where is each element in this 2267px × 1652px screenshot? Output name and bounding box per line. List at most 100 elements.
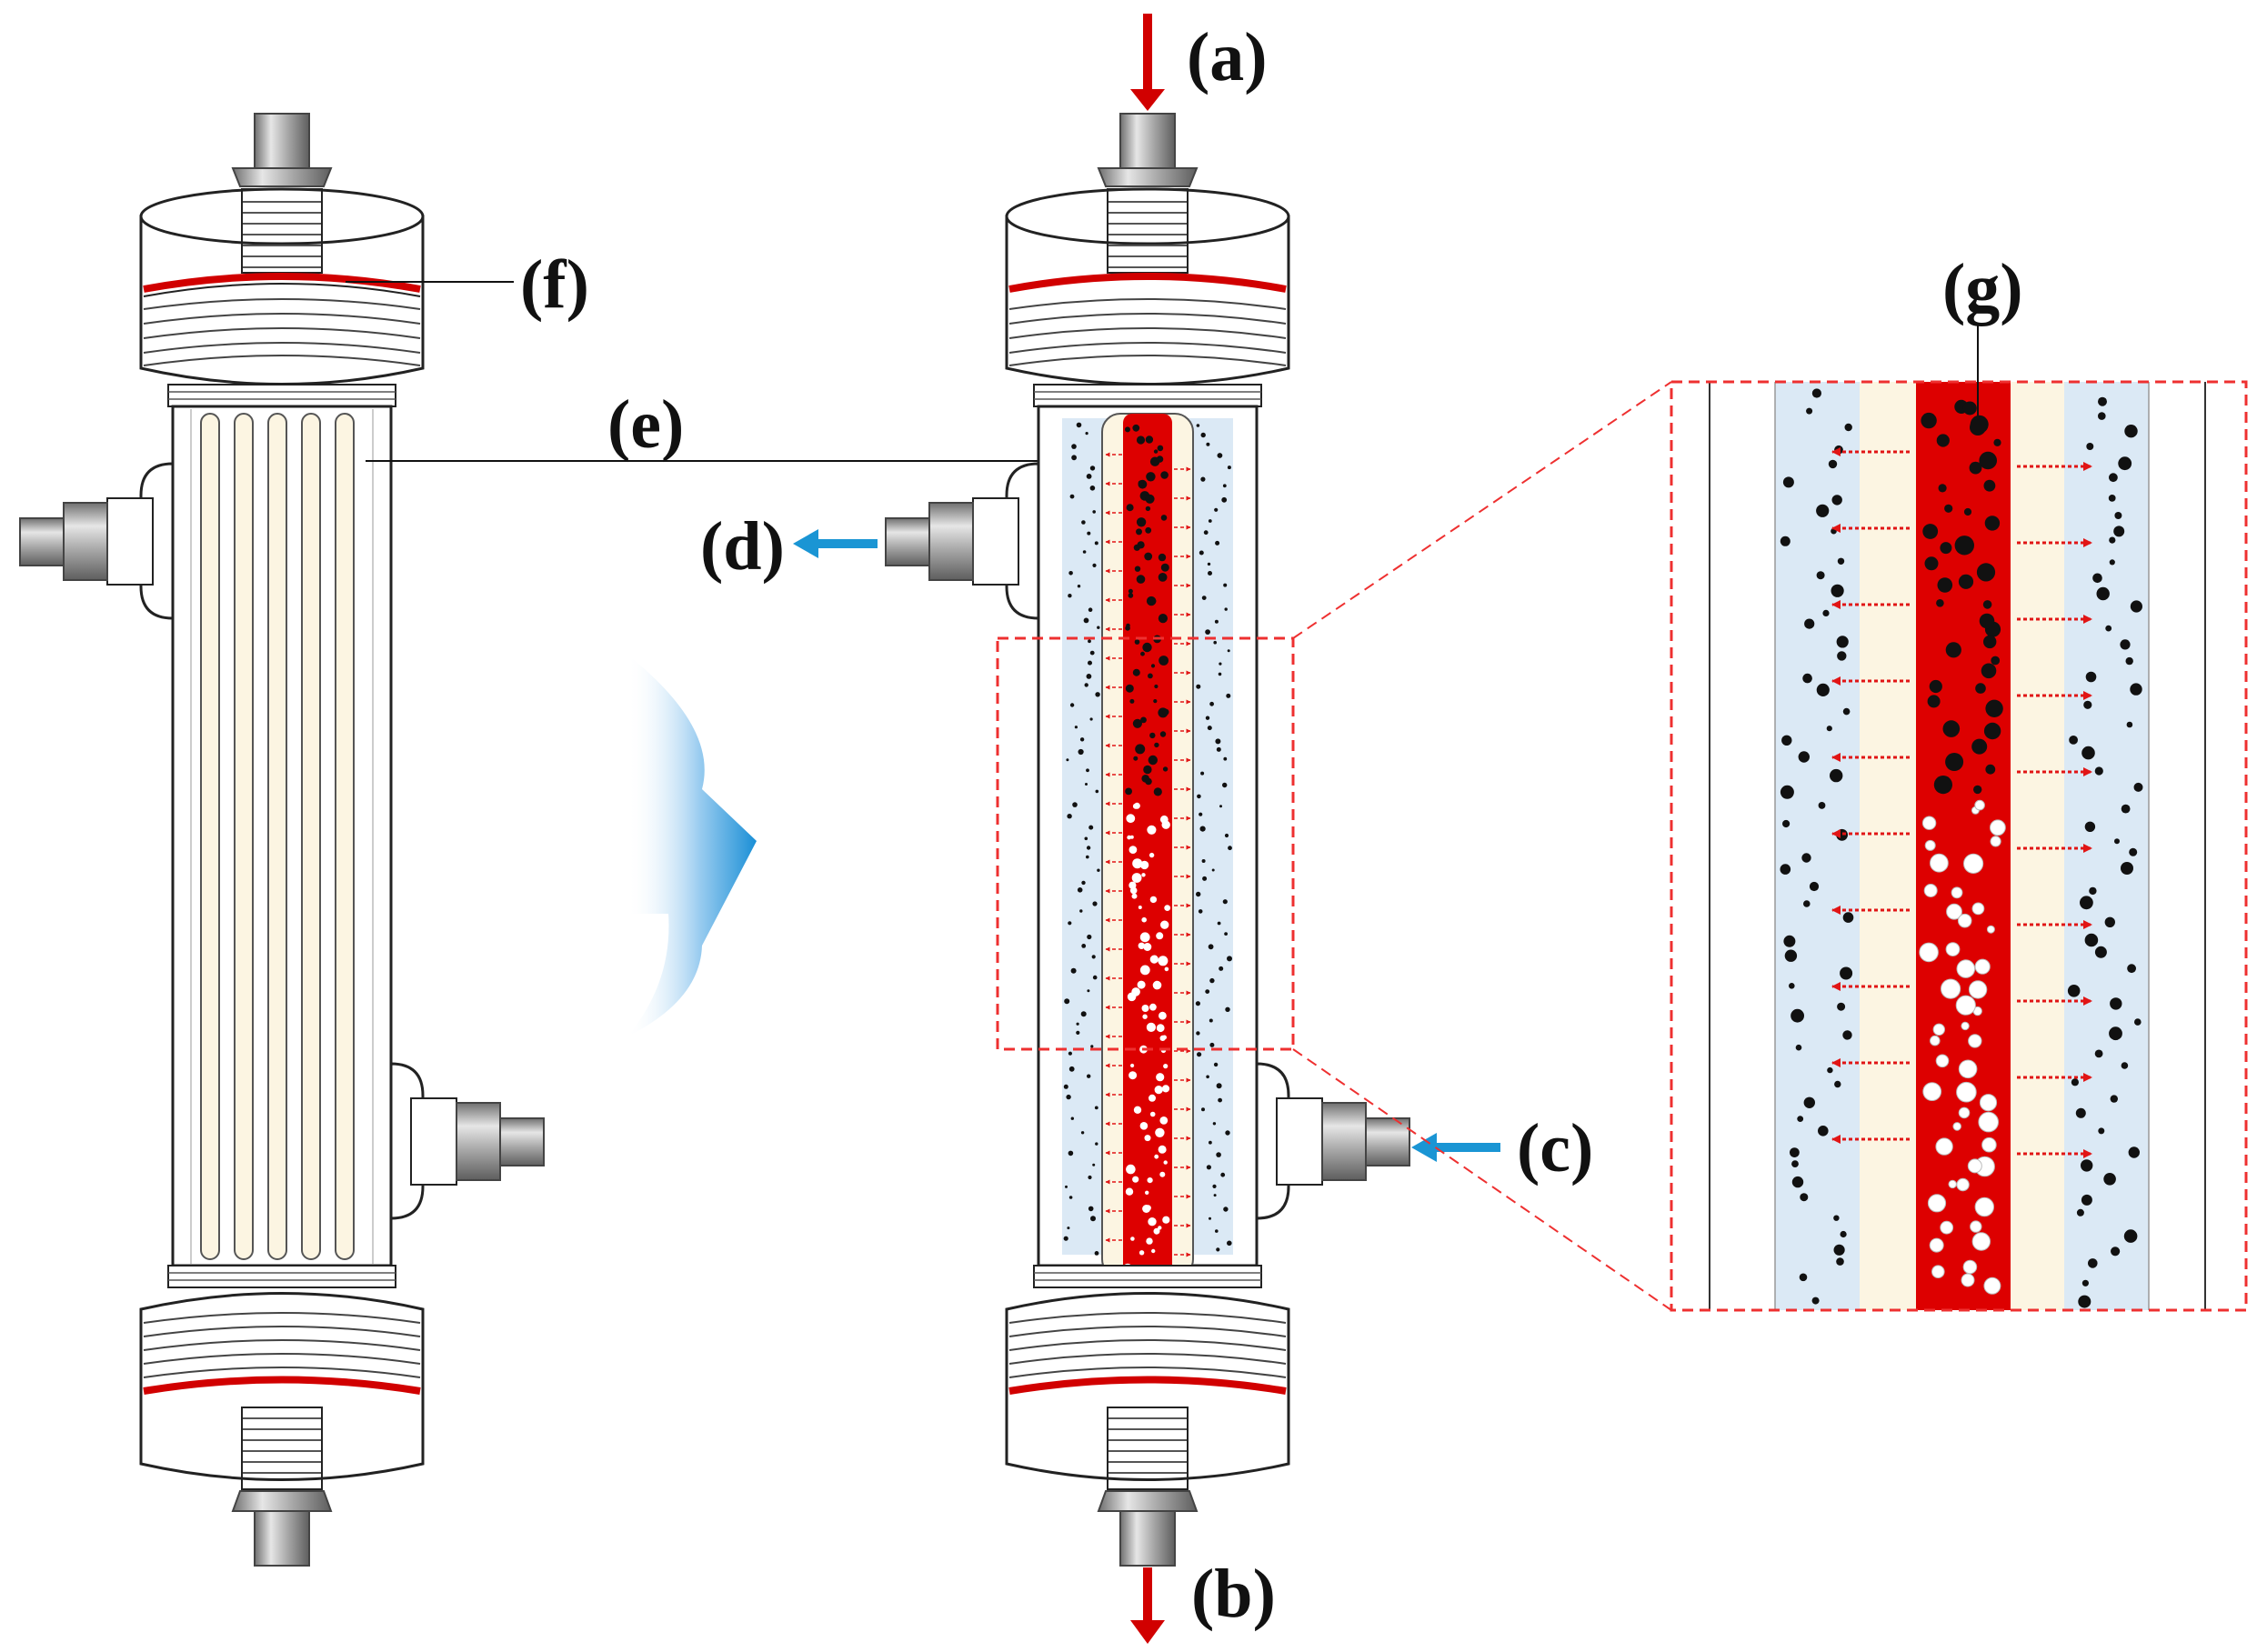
particle bbox=[1128, 881, 1137, 889]
particle bbox=[1974, 1196, 1995, 1217]
particle bbox=[1138, 942, 1146, 950]
particle bbox=[1084, 683, 1088, 687]
particle bbox=[1128, 593, 1134, 598]
particle bbox=[1219, 966, 1224, 971]
particle bbox=[1196, 424, 1200, 427]
particle bbox=[1071, 444, 1077, 449]
particle bbox=[2105, 625, 2112, 632]
particle bbox=[1795, 1044, 1802, 1051]
particle bbox=[1985, 699, 2003, 717]
particle bbox=[1974, 958, 1991, 975]
particle bbox=[1149, 896, 1158, 904]
label-g: (g) bbox=[1942, 250, 2023, 326]
particle bbox=[1780, 864, 1791, 875]
particle bbox=[1088, 607, 1093, 612]
particle bbox=[1933, 776, 1952, 795]
particle bbox=[1125, 426, 1130, 433]
particle bbox=[1935, 1054, 1950, 1068]
particle bbox=[1131, 873, 1142, 883]
particle bbox=[1929, 679, 1942, 694]
particle bbox=[1132, 424, 1140, 432]
particle bbox=[1983, 479, 1996, 492]
particle bbox=[1149, 1003, 1157, 1011]
particle bbox=[1129, 698, 1135, 704]
particle bbox=[1131, 893, 1138, 899]
particle bbox=[1126, 814, 1136, 824]
particle bbox=[2130, 683, 2142, 696]
particle bbox=[1164, 966, 1169, 972]
particle bbox=[1798, 751, 1811, 763]
particle bbox=[1971, 1232, 1991, 1251]
particle bbox=[1206, 442, 1210, 446]
particle bbox=[1142, 642, 1152, 653]
particle bbox=[1091, 955, 1096, 959]
particle bbox=[1799, 1273, 1808, 1282]
particle bbox=[1830, 768, 1843, 783]
label-f: (f) bbox=[520, 246, 589, 323]
particle bbox=[1088, 660, 1092, 666]
particle bbox=[1930, 853, 1949, 873]
label-b: (b) bbox=[1191, 1556, 1276, 1632]
particle bbox=[1072, 802, 1078, 807]
particle bbox=[1802, 673, 1812, 684]
particle bbox=[2098, 1127, 2105, 1135]
label-c: (c) bbox=[1517, 1110, 1593, 1186]
particle bbox=[1818, 802, 1826, 809]
diffusion-arrows bbox=[1105, 452, 1191, 1257]
particle bbox=[1968, 980, 1988, 999]
particle bbox=[1979, 1094, 1998, 1112]
particle bbox=[1164, 905, 1171, 911]
label-a: (a) bbox=[1187, 19, 1268, 95]
particle bbox=[1219, 662, 1222, 666]
particle bbox=[2078, 1295, 2091, 1308]
particle bbox=[1097, 626, 1100, 629]
particle bbox=[1811, 388, 1821, 398]
particle bbox=[1200, 771, 1205, 776]
particle bbox=[1803, 900, 1811, 907]
particle bbox=[1213, 640, 1217, 645]
particle bbox=[1068, 571, 1073, 576]
particle bbox=[1162, 766, 1169, 772]
particle bbox=[1208, 944, 1214, 950]
particle bbox=[1816, 683, 1830, 697]
particle bbox=[2088, 1258, 2098, 1268]
particle bbox=[1157, 445, 1164, 452]
particle bbox=[1833, 1215, 1840, 1221]
particle bbox=[2084, 821, 2096, 832]
particle bbox=[2067, 985, 2081, 997]
particle bbox=[2121, 862, 2133, 875]
particle bbox=[1790, 1147, 1800, 1157]
particle bbox=[2071, 1078, 2079, 1086]
particle bbox=[1831, 527, 1837, 535]
particle bbox=[1153, 787, 1162, 796]
particle bbox=[1065, 1185, 1068, 1188]
particle bbox=[1202, 876, 1208, 881]
particle bbox=[1142, 1014, 1148, 1019]
particle bbox=[1840, 1230, 1847, 1238]
particle bbox=[2094, 1049, 2103, 1058]
particle bbox=[1137, 980, 1146, 989]
particle bbox=[1955, 995, 1976, 1016]
particle bbox=[1161, 1085, 1170, 1093]
particle bbox=[1208, 519, 1212, 523]
particle bbox=[1125, 684, 1134, 693]
particle bbox=[1076, 1022, 1079, 1026]
dialysate-in-arrow bbox=[1411, 1133, 1500, 1162]
particle bbox=[1782, 819, 1791, 828]
particle bbox=[1090, 1045, 1094, 1048]
particle bbox=[2098, 412, 2106, 420]
particle bbox=[1209, 1140, 1212, 1145]
particle bbox=[1067, 814, 1072, 819]
particle bbox=[1087, 1074, 1091, 1078]
particle bbox=[1092, 510, 1096, 514]
particle bbox=[1983, 1277, 2001, 1295]
particle bbox=[1135, 744, 1146, 755]
particle bbox=[1158, 553, 1167, 562]
particle bbox=[2110, 997, 2122, 1010]
particle bbox=[1088, 1175, 1092, 1180]
particle bbox=[1159, 656, 1169, 666]
particle bbox=[1826, 726, 1832, 732]
particle bbox=[1136, 517, 1147, 527]
particle bbox=[1140, 651, 1145, 656]
particle bbox=[1962, 401, 1977, 416]
